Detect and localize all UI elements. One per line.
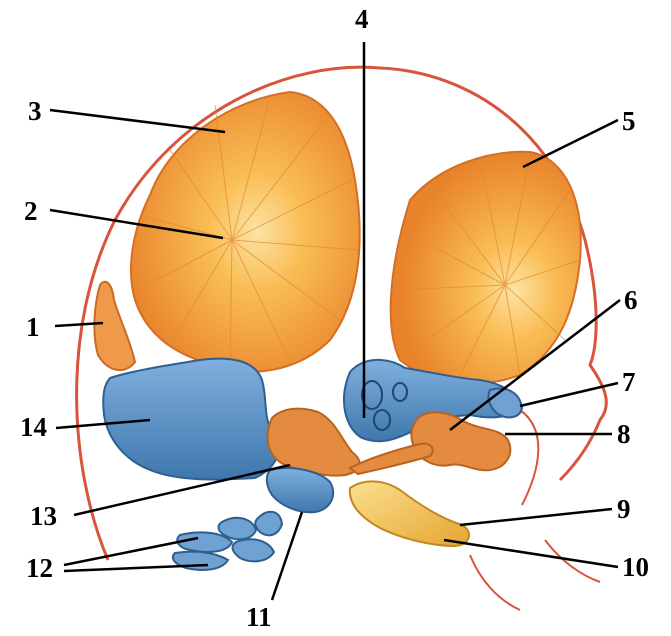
label-1: 1 xyxy=(26,314,40,341)
mandible xyxy=(350,481,469,546)
label-8: 8 xyxy=(617,421,631,448)
occipital-squama-piece xyxy=(94,282,135,370)
zygomatic-arch xyxy=(350,444,433,474)
label-12: 12 xyxy=(26,555,53,582)
occipital-cartilage xyxy=(103,359,278,480)
label-7: 7 xyxy=(622,369,636,396)
label-2: 2 xyxy=(24,198,38,225)
leader-10 xyxy=(444,540,618,567)
parietal-bone xyxy=(131,92,360,372)
leader-9 xyxy=(460,509,612,525)
leader-3 xyxy=(50,110,225,132)
label-5: 5 xyxy=(622,108,636,135)
label-4: 4 xyxy=(355,6,369,33)
label-11: 11 xyxy=(246,604,272,631)
temporal-squama xyxy=(268,409,360,476)
label-10: 10 xyxy=(622,554,649,581)
leader-7 xyxy=(520,383,618,406)
label-6: 6 xyxy=(624,287,638,314)
label-3: 3 xyxy=(28,98,42,125)
label-9: 9 xyxy=(617,496,631,523)
label-13: 13 xyxy=(30,503,57,530)
label-14: 14 xyxy=(20,414,47,441)
